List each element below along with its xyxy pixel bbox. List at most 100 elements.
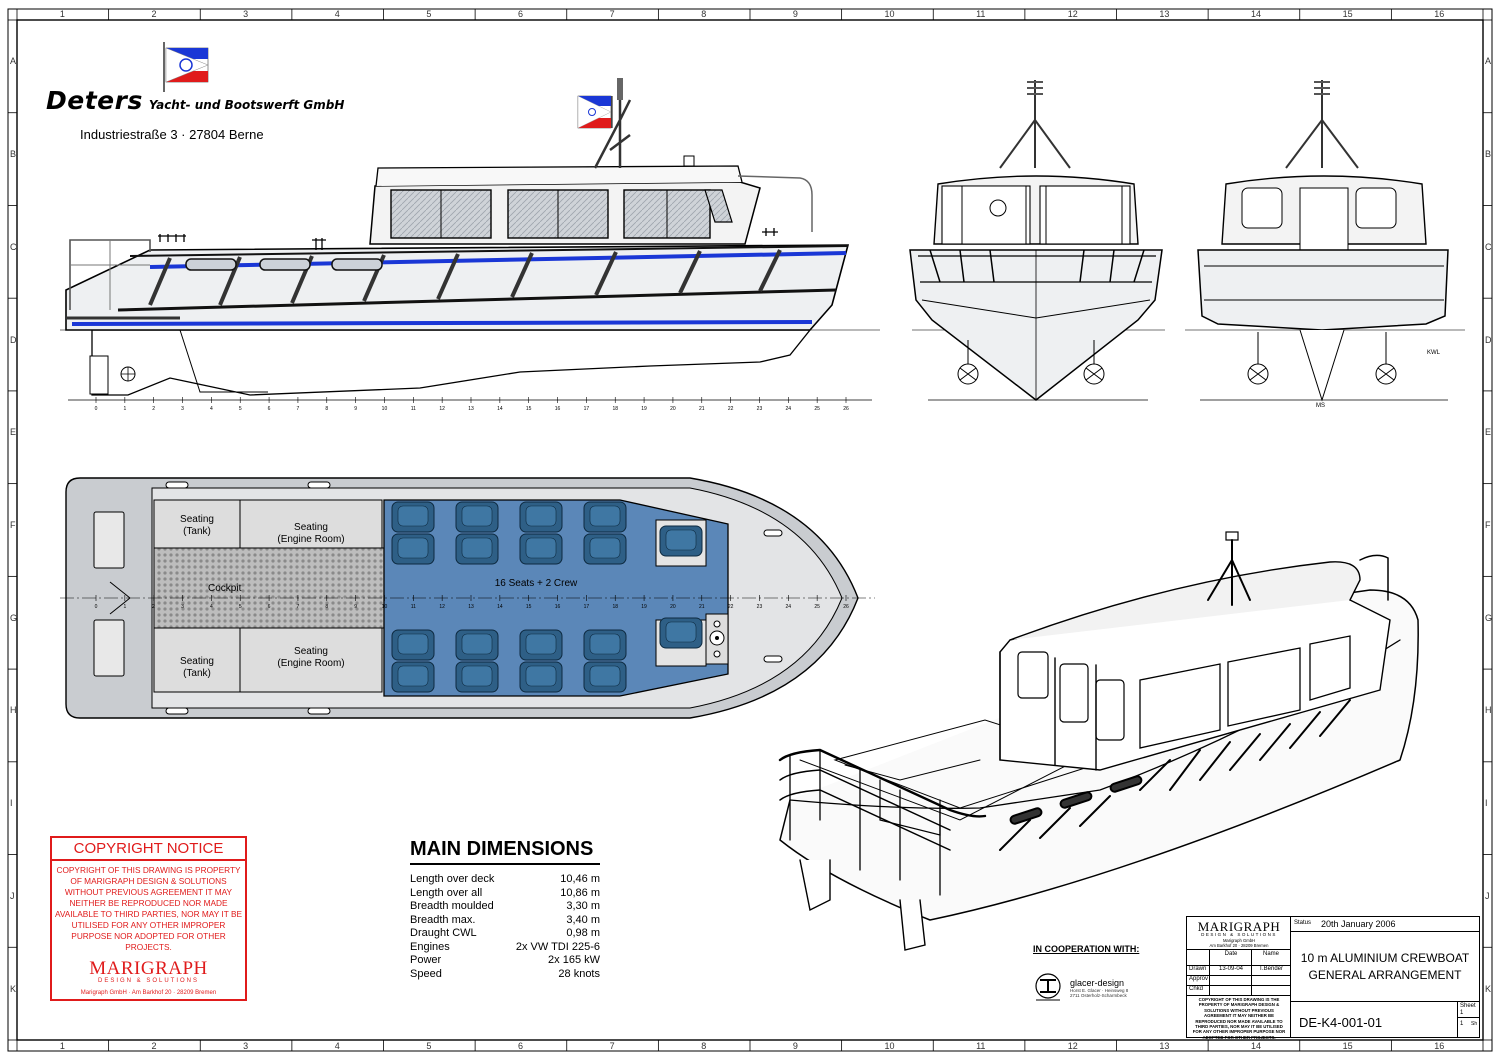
grid-col-label: 16 — [1434, 9, 1445, 19]
grid-row-label: H — [10, 705, 17, 716]
grid-row-label: K — [10, 983, 17, 994]
frame-number: 5 — [239, 406, 242, 412]
grid-row-label: C — [10, 241, 17, 252]
glacer-address-2: 2711 Osterholz-Scharmbeck — [1070, 993, 1127, 998]
grid-col-label: 13 — [1159, 9, 1170, 19]
grid-row-label: E — [1485, 427, 1492, 438]
bulwark-post — [758, 249, 782, 292]
tb-approv: Approv — [1189, 976, 1209, 982]
grid-col-label: 2 — [151, 1041, 157, 1051]
grid-row-label: A — [10, 56, 17, 67]
frame-number: 15 — [526, 604, 532, 610]
frame-number: 24 — [786, 406, 792, 412]
frame-number: 5 — [239, 604, 242, 610]
frame-number: 7 — [297, 406, 300, 412]
frame-number: 26 — [843, 406, 849, 412]
frame-number: 9 — [354, 406, 357, 412]
tb-sheet-label: Sheet — [1460, 1003, 1476, 1009]
grid-col-label: 4 — [334, 9, 340, 19]
passenger-seat-icon — [455, 661, 499, 693]
company-name-main: Deters — [46, 86, 143, 115]
frame-number: 17 — [584, 604, 590, 610]
marigraph-logo-sub: DESIGN & SOLUTIONS — [97, 978, 199, 984]
frame-number: 22 — [728, 604, 734, 610]
grid-col-label: 2 — [151, 9, 157, 19]
label-ms: MS — [1316, 403, 1325, 409]
grid-col-label: 15 — [1342, 1041, 1353, 1051]
company-name-suffix: Yacht- und Bootswerft GmbH — [148, 98, 345, 112]
grid-col-label: 10 — [884, 9, 895, 19]
bulwark-post — [594, 251, 618, 296]
frame-number: 7 — [297, 604, 300, 610]
passenger-seat-icon — [519, 501, 563, 533]
passenger-seat-icon — [455, 533, 499, 565]
frame-number: 0 — [95, 604, 98, 610]
passenger-seat-icon — [659, 525, 703, 557]
flag-icon — [577, 95, 613, 129]
grid-row-label: J — [10, 890, 15, 901]
tb-drawn-date: 13-09-04 — [1218, 966, 1244, 972]
frame-number: 16 — [555, 406, 561, 412]
grid-col-label: 10 — [884, 1041, 895, 1051]
frame-number: 25 — [814, 604, 820, 610]
frame-number: 1 — [123, 406, 126, 412]
passenger-seat-icon — [583, 533, 627, 565]
grid-col-label: 11 — [976, 1041, 986, 1051]
frame-number: 18 — [612, 604, 618, 610]
frame-number: 24 — [786, 604, 792, 610]
frame-number: 25 — [814, 406, 820, 412]
passenger-seat-icon — [455, 501, 499, 533]
copyright-notice: COPYRIGHT NOTICE COPYRIGHT OF THIS DRAWI… — [50, 836, 247, 1001]
passenger-seat-icon — [391, 629, 435, 661]
dimension-value: 10,86 m — [560, 886, 600, 899]
grid-row-label: I — [10, 798, 13, 809]
tb-notice: COPYRIGHT OF THIS DRAWING IS THE PROPERT… — [1192, 997, 1286, 1040]
grid-col-label: 11 — [976, 9, 986, 19]
dimension-value: 2x 165 kW — [548, 954, 600, 966]
tb-brand-addr2: Am Barkhof 20 · 28209 Bremen — [1209, 943, 1269, 948]
company-address: Industriestraße 3 · 27804 Berne — [80, 127, 264, 142]
frame-number: 2 — [152, 604, 155, 610]
company-flag-icon — [163, 42, 209, 92]
passenger-seat-icon — [519, 629, 563, 661]
frame-number: 8 — [325, 604, 328, 610]
grid-col-label: 15 — [1342, 9, 1353, 19]
passenger-seat-icon — [391, 533, 435, 565]
grid-col-label: 13 — [1159, 1041, 1170, 1051]
grid-row-label: E — [10, 427, 17, 438]
copyright-footer: Marigraph GmbH · Am Barkhof 20 · 28209 B… — [80, 990, 217, 996]
dimension-value: 3,30 m — [566, 900, 600, 912]
frame-number: 19 — [641, 406, 647, 412]
tb-brand-addr1: Marigraph GmbH — [1222, 938, 1256, 943]
passenger-seat-icon — [659, 617, 703, 649]
frame-number: 4 — [210, 604, 213, 610]
grid-col-label: 12 — [1067, 1041, 1078, 1051]
grid-row-label: D — [1485, 334, 1492, 345]
tb-drawing-number: DE-K4-001-01 — [1299, 1015, 1383, 1030]
tb-status-value: 20th January 2006 — [1321, 919, 1396, 929]
cooperation-label: IN COOPERATION WITH: — [1033, 944, 1140, 954]
copyright-text: COPYRIGHT OF THIS DRAWING IS PROPERTY OF… — [54, 865, 243, 952]
dimension-value: 3,40 m — [566, 913, 600, 926]
passenger-seat-icon — [519, 661, 563, 693]
tb-drawn-name: T.Bender — [1258, 966, 1283, 972]
title-block: MARIGRAPH DESIGN & SOLUTIONS Marigraph G… — [1186, 916, 1480, 1040]
frame-number: 16 — [555, 604, 561, 610]
frame-number: 9 — [354, 604, 357, 610]
bulwark-post — [436, 253, 460, 300]
dimensions-title: MAIN DIMENSIONS — [410, 838, 600, 865]
marigraph-logo: MARIGRAPH — [89, 958, 208, 979]
frame-number: 13 — [468, 406, 474, 412]
frame-number: 20 — [670, 406, 676, 412]
front-view — [909, 80, 1165, 401]
copyright-title: COPYRIGHT NOTICE — [52, 838, 245, 861]
company-name: Deters Yacht- und Bootswerft GmbH — [46, 86, 344, 115]
rear-view — [1185, 80, 1465, 402]
grid-col-label: 8 — [701, 1041, 707, 1051]
